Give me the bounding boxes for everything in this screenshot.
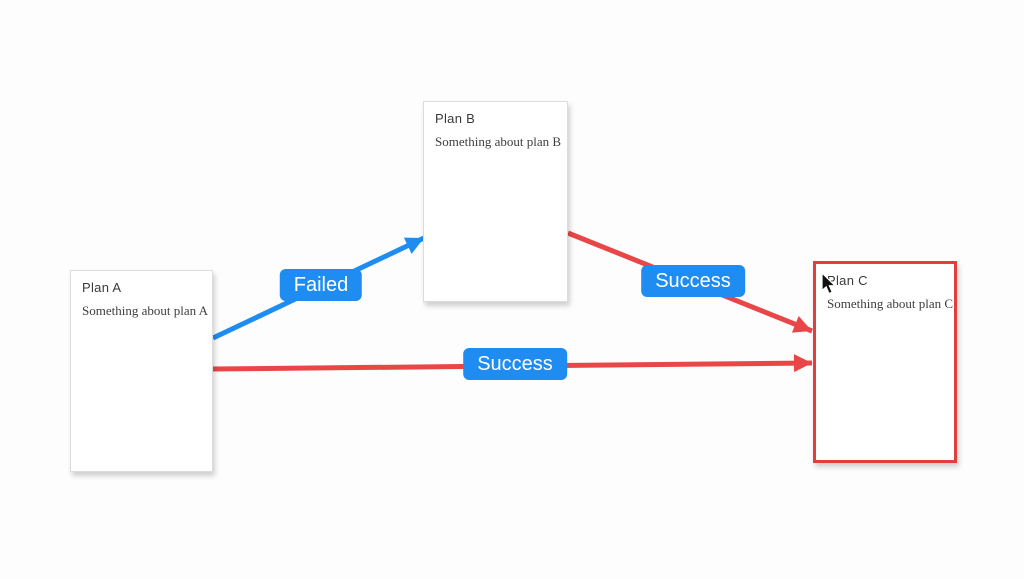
node-title: Plan B xyxy=(435,111,476,126)
node-description: Something about plan B xyxy=(435,134,562,149)
node-title: Plan A xyxy=(82,280,122,295)
edge-label-success-a-to-c[interactable]: Success xyxy=(463,348,567,380)
node-plan-b[interactable]: Plan B Something about plan B xyxy=(423,101,568,302)
node-description: Something about plan A xyxy=(82,303,209,318)
node-description: Something about plan C xyxy=(827,296,954,311)
edge-label-failed[interactable]: Failed xyxy=(279,269,363,301)
node-plan-a[interactable]: Plan A Something about plan A xyxy=(70,270,213,472)
node-plan-c[interactable]: Plan C Something about plan C xyxy=(813,261,957,463)
node-title: Plan C xyxy=(827,273,868,288)
edge-label-success-b-to-c[interactable]: Success xyxy=(641,265,745,297)
